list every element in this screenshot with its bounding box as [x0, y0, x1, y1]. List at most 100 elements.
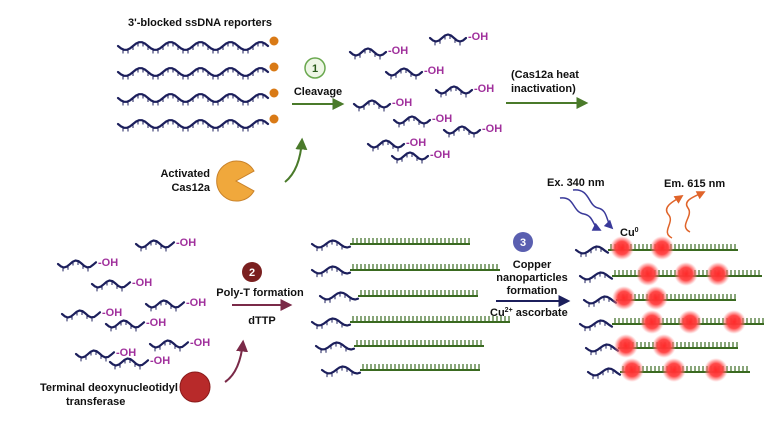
- hydroxyl-label: -OH: [424, 65, 444, 77]
- hydroxyl-label: -OH: [388, 45, 408, 57]
- excitation-label: Ex. 340 nm: [547, 177, 605, 189]
- step1-badge: [304, 57, 326, 79]
- hydroxyl-label: -OH: [176, 237, 196, 249]
- polyT-extended-strands: [310, 238, 510, 378]
- step2-badge: [242, 262, 262, 282]
- heat-label-line2: inactivation): [511, 83, 576, 95]
- pacman-enzyme-icon: [216, 160, 255, 202]
- hydroxyl-label: -OH: [190, 337, 210, 349]
- dna-strand: [578, 271, 614, 284]
- cu0-label: Cu0: [620, 227, 639, 239]
- glowing-particle-icon: [620, 358, 644, 382]
- glowing-particle-icon: [636, 262, 660, 286]
- dna-strand: [578, 319, 614, 332]
- glowing-particle-icon: [644, 286, 668, 310]
- step3-number: 3: [520, 237, 526, 249]
- dna-strand: [582, 295, 618, 308]
- fragment-strand: [390, 151, 430, 164]
- fragment-strand: [384, 67, 424, 80]
- hydroxyl-label: -OH: [98, 257, 118, 269]
- glowing-particle-icon: [610, 236, 634, 260]
- reporters-label: 3'-blocked ssDNA reporters: [128, 17, 272, 29]
- copper-strand: [574, 236, 738, 260]
- emission-wave-2: [684, 191, 706, 233]
- reporter-strand: [116, 67, 270, 80]
- fragment-strand: [348, 47, 388, 60]
- hydroxyl-label: -OH: [406, 137, 426, 149]
- excitation-wave-1: [559, 197, 602, 231]
- step3-label-line1: Copper: [513, 259, 552, 271]
- copper-nanoparticle-strands: [574, 236, 764, 382]
- dna-strand: [586, 367, 622, 380]
- step3-badge: [513, 232, 533, 252]
- fragment-strand: [74, 349, 116, 362]
- dttp-label: dTTP: [248, 315, 276, 327]
- dna-strand: [574, 245, 610, 258]
- hydroxyl-label: -OH: [186, 297, 206, 309]
- fragment-strand: [56, 259, 98, 272]
- fragment-strand: [148, 339, 190, 352]
- fragment-strand: [90, 279, 132, 292]
- dna-strand: [310, 317, 352, 330]
- glowing-particle-icon: [678, 310, 702, 334]
- polyT-strand: [320, 364, 480, 378]
- fragment-strand: [60, 309, 102, 322]
- copper-strand: [582, 286, 736, 310]
- hydroxyl-label: -OH: [432, 113, 452, 125]
- copper-strand: [584, 334, 738, 358]
- hydroxyl-label: -OH: [430, 149, 450, 161]
- polyT-strand: [318, 290, 478, 304]
- dna-strand: [310, 239, 352, 252]
- copper-strand: [586, 358, 750, 382]
- step3-label-line2: nanoparticles: [496, 272, 568, 284]
- glowing-particle-icon: [662, 358, 686, 382]
- glowing-particle-icon: [706, 262, 730, 286]
- cas12a-label-line1: Activated: [160, 168, 210, 180]
- glowing-particle-icon: [612, 286, 636, 310]
- cleaved-fragments-bottom: -OH-OH-OH-OH-OH-OH-OH-OH-OH: [56, 237, 210, 370]
- dna-strand: [314, 341, 356, 354]
- fragment-strand: [144, 299, 186, 312]
- glowing-particle-icon: [640, 310, 664, 334]
- block-cap-icon: [269, 62, 279, 72]
- emission-label: Em. 615 nm: [664, 178, 725, 190]
- glowing-particle-icon: [614, 334, 638, 358]
- fragment-strand: [108, 357, 150, 370]
- dna-strand: [584, 343, 620, 356]
- polyT-strand: [310, 316, 510, 330]
- fragment-strand: [352, 99, 392, 112]
- fragment-strand: [134, 239, 176, 252]
- reporter-strand: [116, 119, 270, 132]
- dna-strand: [318, 291, 360, 304]
- excitation-wave-2: [572, 189, 614, 230]
- circle-enzyme-icon: [179, 371, 211, 403]
- fragment-strand: [366, 139, 406, 152]
- block-cap-icon: [269, 36, 279, 46]
- polyT-strand: [310, 264, 500, 278]
- hydroxyl-label: -OH: [468, 31, 488, 43]
- hydroxyl-label: -OH: [482, 123, 502, 135]
- glowing-particle-icon: [674, 262, 698, 286]
- glowing-particle-icon: [704, 358, 728, 382]
- fragment-strand: [434, 85, 474, 98]
- heat-label-line1: (Cas12a heat: [511, 69, 579, 81]
- cleaved-fragments-top: -OH-OH-OH-OH-OH-OH-OH-OH-OH: [348, 31, 502, 164]
- block-cap-icon: [269, 88, 279, 98]
- emission-wave-1: [665, 195, 684, 239]
- step2-number: 2: [249, 267, 255, 279]
- step1-label: Cleavage: [294, 86, 342, 98]
- fragment-strand: [442, 125, 482, 138]
- glowing-particle-icon: [652, 334, 676, 358]
- tdt-arrow: [224, 339, 249, 383]
- step1-number: 1: [312, 63, 318, 75]
- reporter-strand: [116, 93, 270, 106]
- tdt-label-line1: Terminal deoxynucleotidyl: [40, 382, 178, 394]
- cas12a-activation-arrow: [284, 137, 308, 183]
- fragment-strand: [428, 33, 468, 46]
- dna-strand: [320, 365, 362, 378]
- step3-label-line3: formation: [507, 285, 558, 297]
- hydroxyl-label: -OH: [102, 307, 122, 319]
- copper-strand: [578, 262, 762, 286]
- polyT-strand: [314, 340, 484, 354]
- glowing-particle-icon: [722, 310, 746, 334]
